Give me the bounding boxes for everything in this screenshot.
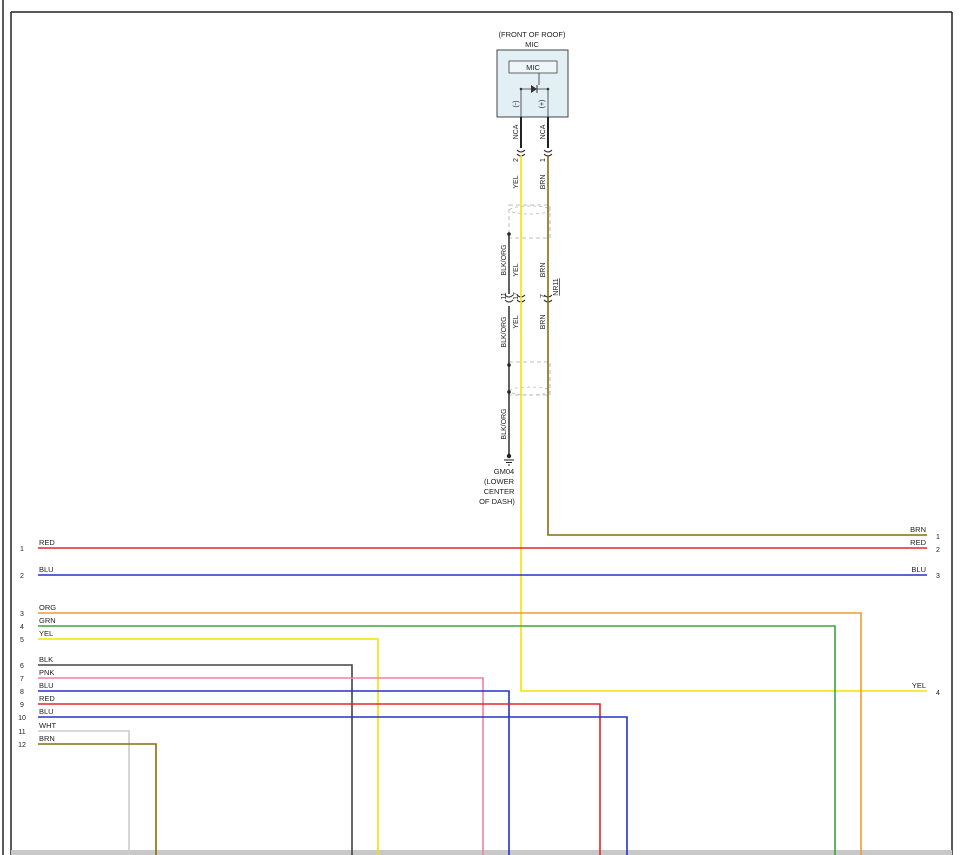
left-pin-number: 9 <box>20 702 24 709</box>
left-pin-number: 10 <box>18 715 26 722</box>
shield-lower-box <box>508 361 551 396</box>
left-pin-label: BLU <box>39 565 54 574</box>
nr11-pin-brn: 7 <box>540 294 547 298</box>
bottom-scroll-strip <box>11 850 952 855</box>
wire-blu-pin-10 <box>38 716 628 855</box>
left-pin-label: ORG <box>39 603 56 612</box>
ground-location-1: (LOWER <box>484 477 515 486</box>
left-pin-label: RED <box>39 538 55 547</box>
shield-brn-label-lower: BRN <box>540 315 547 330</box>
mic-neg-label: (-) <box>513 101 520 108</box>
wire-blu-pin-8 <box>38 690 510 855</box>
ground-name: GM04 <box>494 467 514 476</box>
left-pin-label: GRN <box>39 616 56 625</box>
left-pin-label: BRN <box>39 734 55 743</box>
ground-location-2: CENTER <box>484 487 515 496</box>
left-pin-number: 12 <box>18 742 26 749</box>
left-pin-4: 4 GRN <box>20 616 56 631</box>
shield-brn-label-upper: BRN <box>540 263 547 278</box>
wire-pnk-pin-7 <box>38 677 484 855</box>
mic-inner-label: MIC <box>526 63 540 72</box>
right-pin-label: RED <box>910 538 926 547</box>
wire-mic-brn-to-pin-1 <box>547 155 927 536</box>
left-pin-5: 5 YEL <box>20 629 53 644</box>
wire-red-pin-9 <box>38 703 601 855</box>
shield-upper-ellipse <box>509 205 551 215</box>
wire-yel-pin-5 <box>38 638 379 855</box>
nr11-pin-yel: 17 <box>513 292 520 300</box>
left-pin-number: 7 <box>20 676 24 683</box>
shield-upper-box <box>508 204 551 239</box>
shield-yel-label-lower: YEL <box>513 315 520 328</box>
right-pin-number: 1 <box>936 534 940 541</box>
mic-wire-yel-label: YEL <box>513 175 520 188</box>
left-pin-12: 12 BRN <box>18 734 55 749</box>
right-pin-1: BRN 1 <box>910 525 940 541</box>
left-pin-8: 8 BLU <box>20 681 54 696</box>
shield-yel-label-upper: YEL <box>513 263 520 276</box>
right-pin-4: YEL 4 <box>912 681 940 697</box>
left-pin-number: 6 <box>20 663 24 670</box>
mic-component-box <box>496 49 569 118</box>
mic-wire-brn-label: BRN <box>540 175 547 190</box>
right-pin-label: YEL <box>912 681 926 690</box>
left-pin-label: BLU <box>39 707 54 716</box>
wire-wht-pin-11 <box>38 730 130 855</box>
left-pin-label: YEL <box>39 629 53 638</box>
left-pin-label: BLK <box>39 655 53 664</box>
mic-pin-pos: 1 <box>540 158 547 162</box>
drain-node-mid <box>507 363 511 367</box>
left-pin-3: 3 ORG <box>20 603 56 618</box>
left-pin-label: WHT <box>39 721 56 730</box>
right-pin-number: 2 <box>936 547 940 554</box>
wire-blk-pin-6 <box>38 664 353 855</box>
nr11-pin-drain: 11 <box>501 292 508 299</box>
right-pin-number: 3 <box>936 573 940 580</box>
right-pin-label: BLU <box>911 565 926 574</box>
drain-label-mid: BLK/ORG <box>501 316 508 347</box>
left-pin-number: 2 <box>20 573 24 580</box>
ground-location-3: OF DASH) <box>479 497 515 506</box>
left-pin-1: 1 RED <box>20 538 55 553</box>
left-pin-number: 11 <box>18 729 25 736</box>
left-pin-number: 1 <box>20 546 24 553</box>
mic-name: MIC <box>525 40 539 49</box>
left-pin-label: BLU <box>39 681 54 690</box>
wire-mic-yel-to-pin-4 <box>520 155 927 692</box>
mic-terminal-pos: NCA <box>540 124 547 139</box>
nr11-connector-label: NR11 <box>553 278 560 295</box>
left-pin-9: 9 RED <box>20 694 55 709</box>
left-pin-label: PNK <box>39 668 54 677</box>
left-pin-10: 10 BLU <box>18 707 53 722</box>
wire-brn-pin-12 <box>38 743 157 855</box>
right-pin-3: BLU 3 <box>911 565 940 580</box>
left-pin-6: 6 BLK <box>20 655 53 670</box>
mic-diode-icon <box>519 73 550 119</box>
left-pin-number: 8 <box>20 689 24 696</box>
drain-node-lower <box>507 390 511 394</box>
shield-lower-ellipse <box>509 386 551 396</box>
left-pin-7: 7 PNK <box>20 668 54 683</box>
mic-pin-neg: 2 <box>513 158 520 162</box>
left-pin-number: 5 <box>20 637 24 644</box>
left-pin-number: 3 <box>20 611 24 618</box>
right-pin-number: 4 <box>936 690 940 697</box>
mic-terminal-neg: NCA <box>513 124 520 139</box>
mic-location: (FRONT OF ROOF) <box>499 30 566 39</box>
drain-label-lower: BLK/ORG <box>501 408 508 439</box>
left-pin-label: RED <box>39 694 55 703</box>
right-pin-label: BRN <box>910 525 926 534</box>
left-pin-11: 11 WHT <box>18 721 56 736</box>
mic-pos-label: (+) <box>539 100 546 109</box>
drain-label-upper: BLK/ORG <box>501 244 508 275</box>
wire-grn-pin-4 <box>38 625 836 855</box>
ground-icon <box>504 453 514 466</box>
right-pin-2: RED 2 <box>910 538 940 554</box>
left-pin-2: 2 BLU <box>20 565 54 580</box>
mic-inner-box <box>508 60 558 74</box>
left-pin-number: 4 <box>20 624 24 631</box>
wire-org-pin-3 <box>38 612 862 855</box>
